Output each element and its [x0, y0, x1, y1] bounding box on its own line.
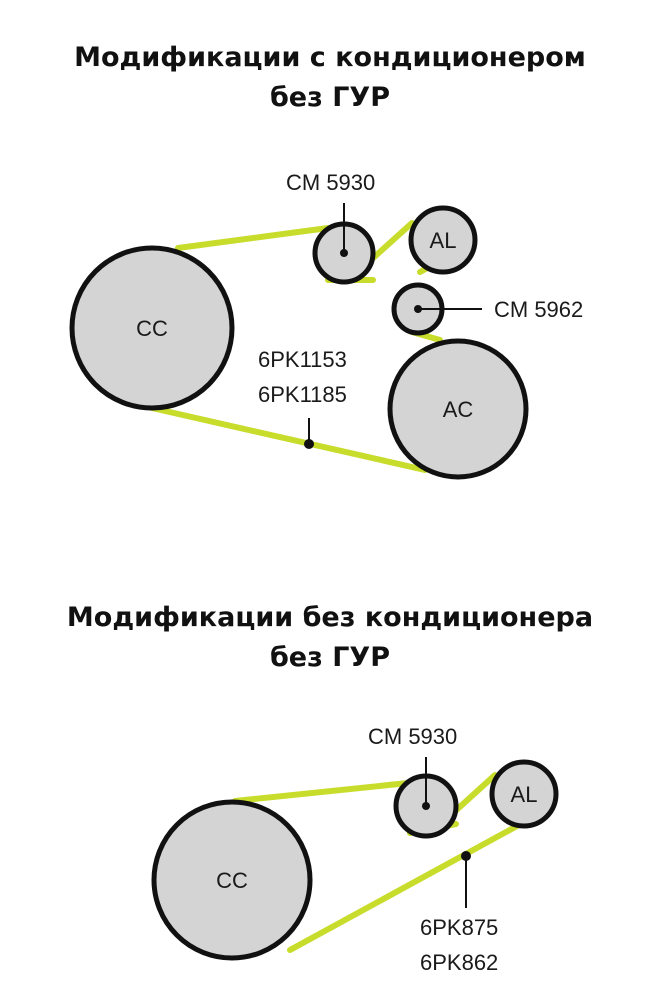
idler-center-dot [414, 305, 422, 313]
belt-part-label-1: 6PK875 [420, 915, 498, 940]
diagram1-title-line1: Модификации с кондиционером [74, 42, 586, 73]
idler-part-label: CM 5962 [494, 297, 583, 322]
belt-marker-dot [304, 439, 314, 449]
diagram1-title: Модификации с кондиционером без ГУР [0, 38, 660, 118]
belt-segment [232, 780, 411, 804]
crankshaft-pulley [151, 799, 313, 961]
ac-compressor-pulley [387, 338, 529, 480]
cc-label: CC [136, 316, 168, 341]
belt-part-label-2: 6PK862 [420, 950, 498, 975]
belt-segment [175, 225, 331, 251]
belt-segment [287, 817, 531, 953]
diagram2-title-line2: без ГУР [269, 642, 391, 673]
diagram1-title-line2: без ГУР [269, 82, 391, 113]
diagram2: CC AL CM 5930 6PK875 6PK862 [151, 724, 559, 975]
crankshaft-pulley [69, 245, 235, 411]
belt-segment [449, 772, 498, 817]
al-label: AL [430, 228, 457, 253]
cc-label: CC [216, 868, 248, 893]
alternator-pulley [489, 759, 559, 829]
al-label: AL [511, 782, 538, 807]
belt-part-label-2: 6PK1185 [258, 382, 347, 407]
belt-marker-dot [461, 851, 471, 861]
belt-segment [149, 405, 428, 473]
alternator-pulley [408, 205, 478, 275]
tensioner-center-dot [340, 249, 348, 257]
tensioner-part-label: CM 5930 [368, 724, 457, 749]
tensioner-center-dot [422, 802, 430, 810]
diagram2-title: Модификации без кондиционера без ГУР [0, 598, 660, 678]
ac-label: AC [443, 397, 474, 422]
belt-segment [369, 220, 415, 262]
diagram2-title-line1: Модификации без кондиционера [66, 602, 594, 633]
diagram1: CC AL AC CM 5930 CM 5962 6PK1153 6PK1185 [69, 170, 583, 480]
tensioner-part-label: CM 5930 [286, 170, 375, 195]
belt-part-label-1: 6PK1153 [258, 347, 347, 372]
